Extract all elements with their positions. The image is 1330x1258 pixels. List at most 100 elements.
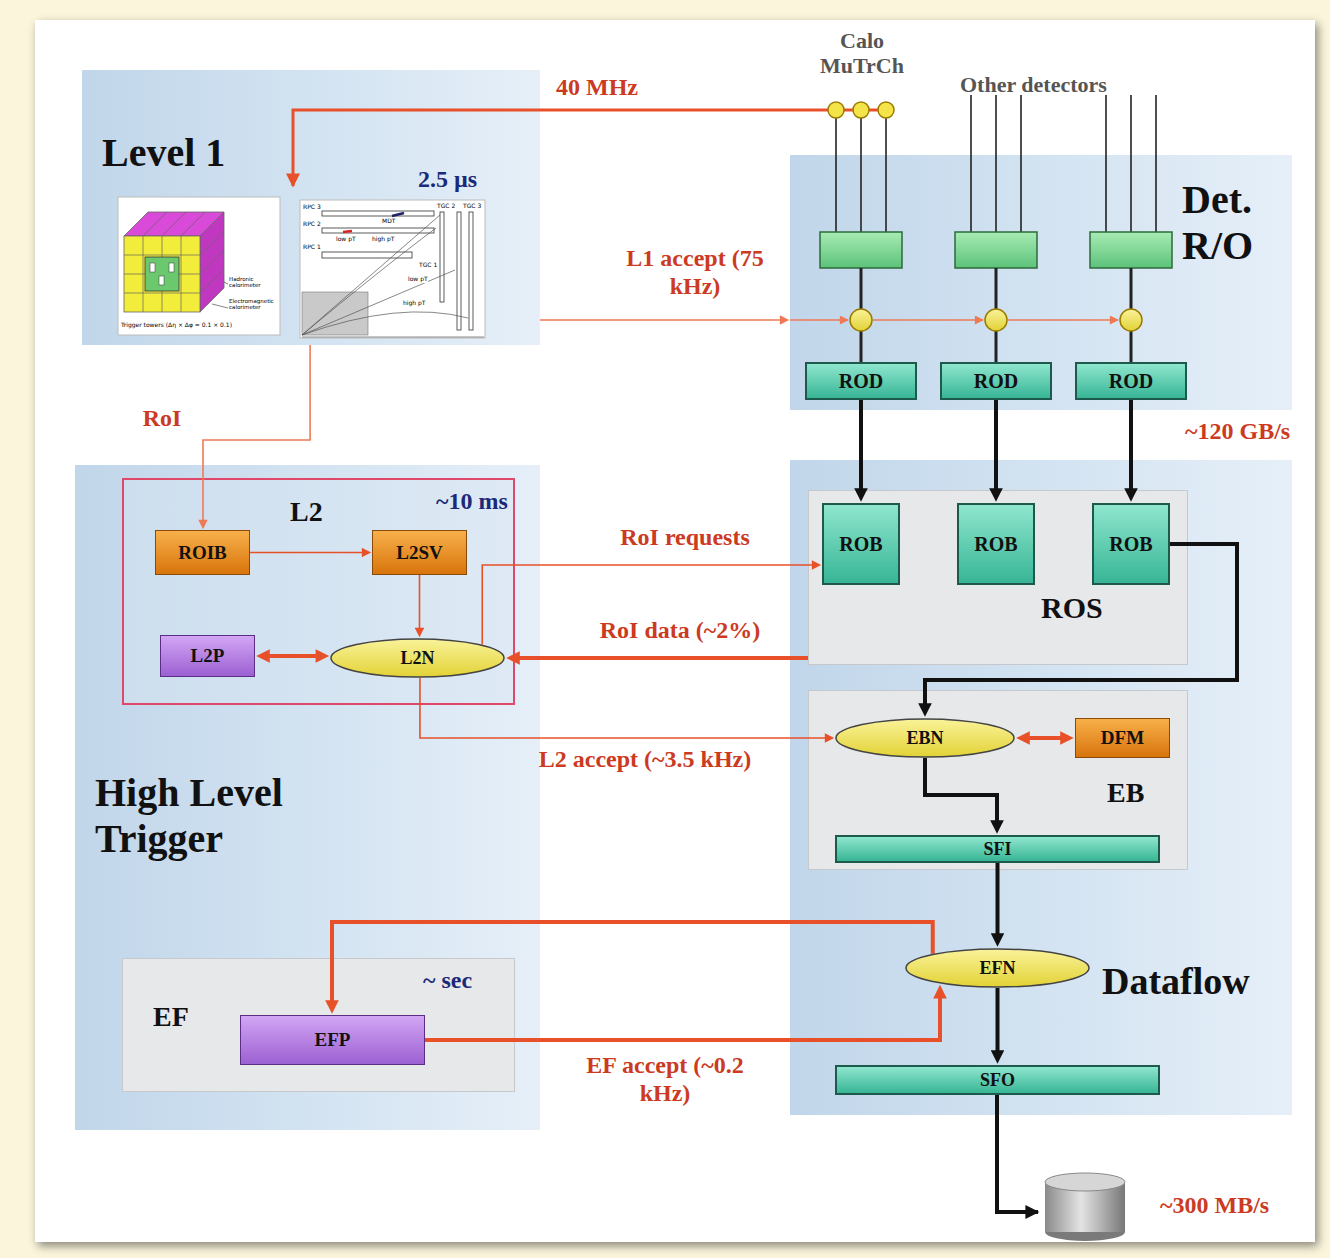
- box-label: L2SV: [396, 542, 442, 564]
- figure-label: low pT: [336, 236, 356, 243]
- supervisor-box: ROIB: [155, 530, 250, 575]
- muon-chamber-picture: [322, 252, 412, 258]
- muon-chamber-picture: [300, 200, 485, 338]
- connector-label: RoI: [132, 405, 192, 433]
- figure-label: Hadronic calorimeter: [229, 276, 279, 289]
- region-heading: 2.5 µs: [418, 166, 477, 194]
- front-end-box: [955, 232, 1037, 268]
- box-label: SFO: [980, 1070, 1015, 1091]
- buffer-box: ROB: [1092, 503, 1170, 585]
- region-panel: Det. R/ORODRODROD: [790, 155, 1292, 410]
- trigger-feed-wire: [293, 110, 886, 186]
- annotation-label: ~120 GB/s: [1185, 418, 1290, 446]
- figure-label: high pT: [372, 236, 394, 243]
- calorimeter-picture: [118, 197, 280, 335]
- box-label: ROB: [839, 533, 882, 556]
- connector: [203, 345, 310, 525]
- connector: [540, 319, 785, 321]
- detector-wires: [1155, 95, 1157, 232]
- connector-label: EF accept (~0.2 kHz): [580, 1052, 750, 1107]
- connector: [994, 400, 998, 495]
- detector-wires: [1020, 95, 1022, 232]
- accept-distribution: [790, 319, 848, 321]
- figure-label: Trigger towers (Δη × Δφ = 0.1 × 0.1): [121, 322, 232, 329]
- annotation-label: 40 MHz: [556, 74, 638, 102]
- figure-label: RPC 2: [303, 221, 321, 228]
- region-panel: DataflowROSROBROBROBEBEBNDFMSFIEFNSFO: [790, 460, 1292, 1115]
- box-label: DFM: [1101, 727, 1144, 749]
- connector: [420, 678, 830, 738]
- box-label: ROD: [839, 370, 883, 393]
- muon-chamber-picture: [322, 211, 434, 216]
- group-box: ROS ROB ROB ROB: [808, 490, 1188, 665]
- figure-label: Electromagnetic calorimeter: [229, 298, 279, 311]
- detector-wires: [1105, 95, 1107, 232]
- muon-chamber-picture: [440, 212, 444, 302]
- node-ellipse: L2N: [330, 638, 505, 678]
- figure-label: RPC 3: [303, 204, 321, 211]
- accept-gate: [850, 309, 1142, 331]
- detector-wires: [970, 95, 972, 232]
- tap-dot: [828, 102, 894, 118]
- region-heading: Dataflow: [1102, 960, 1250, 1004]
- accept-distribution: [1008, 319, 1118, 321]
- figure-label: TGC 1: [419, 262, 437, 269]
- buffer-box: SFO: [835, 1065, 1160, 1095]
- calorimeter-picture: [159, 276, 164, 285]
- connector: [250, 552, 367, 554]
- region-heading: L2: [290, 496, 323, 528]
- supervisor-box: L2SV: [372, 530, 467, 575]
- pipeline-wire: [860, 268, 863, 362]
- detector-wires: [835, 110, 837, 232]
- buffer-box: ROB: [822, 503, 900, 585]
- buffer-box: ROB: [957, 503, 1035, 585]
- connector: [419, 575, 421, 633]
- box-label: EFP: [315, 1029, 351, 1051]
- region-heading: ~10 ms: [436, 488, 508, 516]
- region-panel: High Level Trigger L2 ~10 ms ROIB L2SV L2P L2N…: [75, 465, 540, 1130]
- accept-distribution: [790, 319, 1118, 321]
- front-end-box: [820, 232, 902, 268]
- storage-cylinder: [1045, 1173, 1125, 1241]
- region-heading: ROS: [1041, 591, 1103, 626]
- storage-cylinder: [1045, 1182, 1125, 1232]
- tap-dot: [828, 102, 844, 118]
- box-label: ROB: [1109, 533, 1152, 556]
- calorimeter-picture: [145, 257, 179, 291]
- connector: [332, 922, 933, 1007]
- tap-dot: [853, 102, 869, 118]
- region-heading: EB: [1107, 777, 1144, 809]
- box-label: L2N: [400, 648, 434, 669]
- front-end-box: [1090, 232, 1172, 268]
- region-heading: ~ sec: [423, 967, 472, 995]
- accept-gate: [1120, 309, 1142, 331]
- connector: [1129, 400, 1133, 495]
- buffer-box: SFI: [835, 835, 1160, 863]
- muon-chamber-picture: [302, 215, 468, 335]
- detector-wires: [885, 110, 887, 232]
- connector: [996, 988, 1000, 1057]
- processor-box: EFP: [240, 1015, 425, 1065]
- calorimeter-picture: [169, 263, 174, 272]
- figure-label: TGC 3: [463, 203, 481, 210]
- storage-cylinder: [1045, 1173, 1125, 1191]
- calorimeter-picture: [212, 282, 228, 308]
- connector: [925, 544, 1237, 710]
- muon-chamber-picture: [469, 212, 473, 330]
- muon-chamber-picture: [322, 228, 434, 233]
- calorimeter-picture: [124, 236, 200, 312]
- figure-label: TGC 2: [437, 203, 455, 210]
- figure-label: low pT: [408, 276, 428, 283]
- region-heading: High Level Trigger: [95, 770, 355, 862]
- box-label: ROB: [974, 533, 1017, 556]
- connector: [1023, 736, 1067, 740]
- buffer-box: ROD: [1075, 362, 1187, 400]
- calorimeter-picture: [200, 212, 224, 312]
- annotation-label: Other detectors: [960, 72, 1107, 97]
- accept-gate: [850, 309, 872, 331]
- ellipse-shape: [331, 639, 504, 677]
- processor-box: L2P: [160, 635, 255, 677]
- muon-chamber-picture: [300, 200, 485, 338]
- muon-chamber-picture: [302, 292, 368, 335]
- box-label: SFI: [983, 839, 1011, 860]
